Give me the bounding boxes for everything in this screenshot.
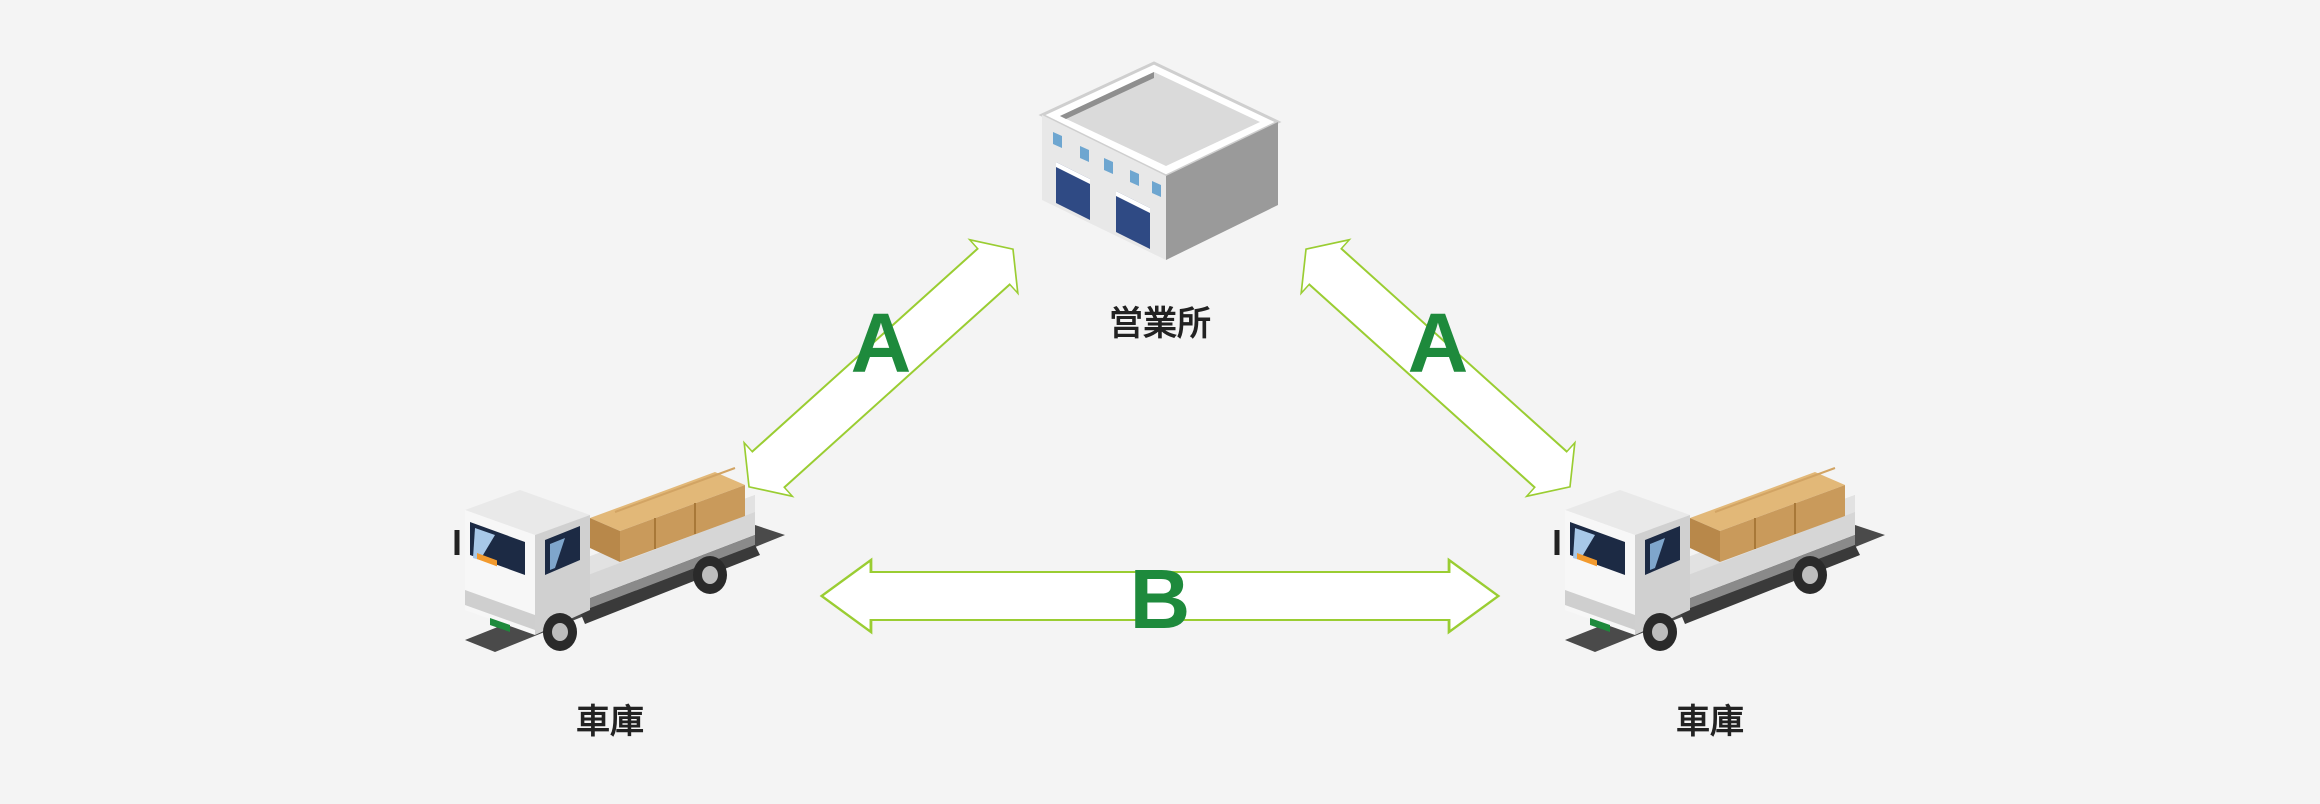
- garage-left-label: 車庫: [576, 694, 644, 743]
- connection-label-b: B: [1130, 552, 1191, 646]
- office-building-icon: [1042, 63, 1278, 260]
- connection-label-a-left: A: [851, 296, 912, 390]
- garage-right-label: 車庫: [1676, 694, 1744, 743]
- truck-right-icon: [1557, 468, 1885, 652]
- office-label: 営業所: [1109, 296, 1211, 345]
- connection-label-a-right: A: [1408, 296, 1469, 390]
- truck-left-icon: [457, 468, 785, 652]
